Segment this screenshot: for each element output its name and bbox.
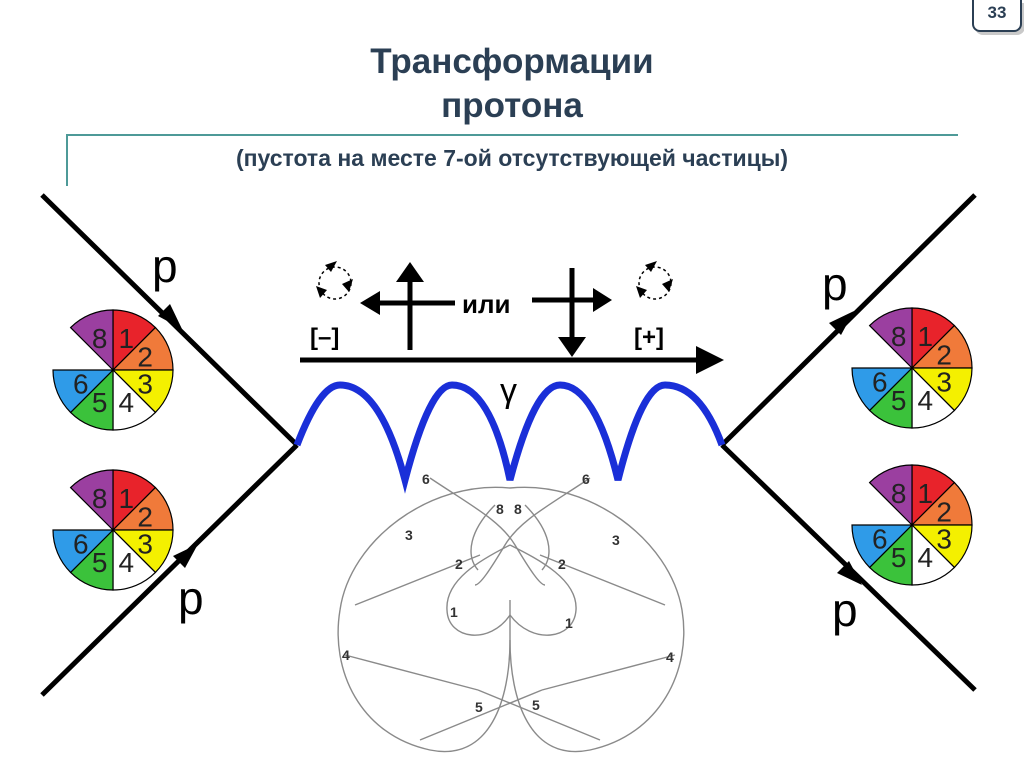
proton-label-left-upper: p	[152, 240, 178, 292]
proton-line-left-lower	[40, 443, 299, 697]
wheel-segment-6	[52, 529, 115, 574]
rotation-arrows-left	[316, 261, 353, 298]
wheel-segment-label-1: 1	[918, 478, 934, 509]
trajectory-label-right-5: 5	[532, 697, 540, 713]
wheel-segment-6	[851, 524, 914, 569]
wheel-segment-label-2: 2	[936, 497, 952, 528]
trajectory-label-right-8: 8	[514, 501, 522, 517]
photon-label: γ	[500, 372, 517, 410]
trajectory-label-left-8: 8	[496, 501, 504, 517]
wheel-segment-label-1: 1	[119, 323, 135, 354]
trajectory-label-left-5: 5	[475, 699, 483, 715]
trajectory-label-left-1: 1	[450, 604, 458, 620]
proton-label-right-lower: p	[832, 584, 858, 636]
trajectory-label-right-2: 2	[558, 556, 566, 572]
arrowhead-left-lower	[173, 544, 198, 568]
wheel-segment-label-1: 1	[918, 321, 934, 352]
wheel-segment-label-4: 4	[119, 547, 135, 578]
wheel-segment-label-8: 8	[891, 321, 907, 352]
wheel-segment-label-8: 8	[891, 478, 907, 509]
photon-wave	[293, 381, 726, 494]
wheel-segment-label-6: 6	[872, 366, 888, 397]
slide-number: 33	[972, 0, 1022, 32]
wheel-segment-label-6: 6	[73, 528, 89, 559]
trajectory-label-left-4: 4	[342, 647, 350, 663]
time-arrowhead	[696, 346, 724, 374]
trajectory-label-left-2: 2	[455, 556, 463, 572]
arrowhead-right-lower	[837, 561, 862, 585]
wheel-segment-label-8: 8	[92, 323, 108, 354]
proton-label-right-upper: p	[822, 258, 848, 310]
wheel-segment-label-5: 5	[891, 385, 907, 416]
cross-arrow-left-left-head	[360, 291, 380, 315]
title-line-1: Трансформации	[370, 42, 654, 81]
trajectory-label-right-6: 6	[582, 471, 590, 487]
arrowhead-right-upper	[829, 311, 854, 335]
trajectory-labels: 6 8 3 2 1 4 5 6 8 3 2 1 4 5	[342, 471, 674, 715]
wheel-segment-label-5: 5	[92, 387, 108, 418]
proton-label-left-lower: p	[178, 572, 204, 624]
wheel-segment-label-2: 2	[137, 502, 153, 533]
trajectory-label-left-6: 6	[422, 471, 430, 487]
wheel-segment-label-8: 8	[92, 483, 108, 514]
wheel-segment-label-4: 4	[918, 385, 934, 416]
trajectory-label-right-1: 1	[565, 615, 573, 631]
wheel-segment-6	[851, 367, 914, 412]
wheel-segment-label-3: 3	[137, 528, 153, 559]
title-rule-vertical	[66, 134, 68, 186]
trajectory-label-right-4: 4	[666, 649, 674, 665]
trajectory-label-right-3: 3	[612, 532, 620, 548]
or-label: или	[462, 289, 510, 319]
rotation-arrows-right	[636, 261, 673, 298]
wheel-segment-label-6: 6	[73, 368, 89, 399]
cross-arrow-right-right-head	[593, 288, 612, 312]
title-line-2: протона	[441, 86, 583, 125]
wheel-segment-8	[69, 309, 114, 372]
wheel-segment-label-3: 3	[936, 523, 952, 554]
wheel-segment-label-2: 2	[936, 340, 952, 371]
wheel-segment-label-5: 5	[891, 542, 907, 573]
wheel-segment-label-3: 3	[137, 368, 153, 399]
cross-arrow-right	[532, 268, 598, 340]
cross-arrow-right-down-head	[558, 337, 586, 357]
title-rule	[66, 134, 958, 136]
wheel-segment-label-1: 1	[119, 483, 135, 514]
wheel-segment-label-3: 3	[936, 366, 952, 397]
subtitle: (пустота на месте 7-ой отсутствующей час…	[235, 145, 789, 171]
arrowhead-left-upper	[158, 304, 182, 329]
wheel-segment-label-6: 6	[872, 523, 888, 554]
cross-arrow-left-up-head	[396, 262, 424, 282]
proton-arrowheads	[158, 304, 862, 585]
cross-arrow-left	[372, 280, 455, 350]
wheel-segment-6	[52, 369, 115, 414]
wheel-segment-8	[868, 464, 913, 527]
wheel-segment-label-2: 2	[137, 342, 153, 373]
wheel-segment-label-5: 5	[92, 547, 108, 578]
trajectory-label-left-3: 3	[405, 527, 413, 543]
wheel-segment-8	[868, 307, 913, 370]
plus-label: [+]	[634, 324, 664, 351]
trajectory-figure	[337, 477, 685, 753]
wheel-segment-label-4: 4	[918, 542, 934, 573]
wheel-segment-8	[69, 469, 114, 532]
wheel-segment-label-4: 4	[119, 387, 135, 418]
minus-label: [–]	[310, 324, 339, 351]
